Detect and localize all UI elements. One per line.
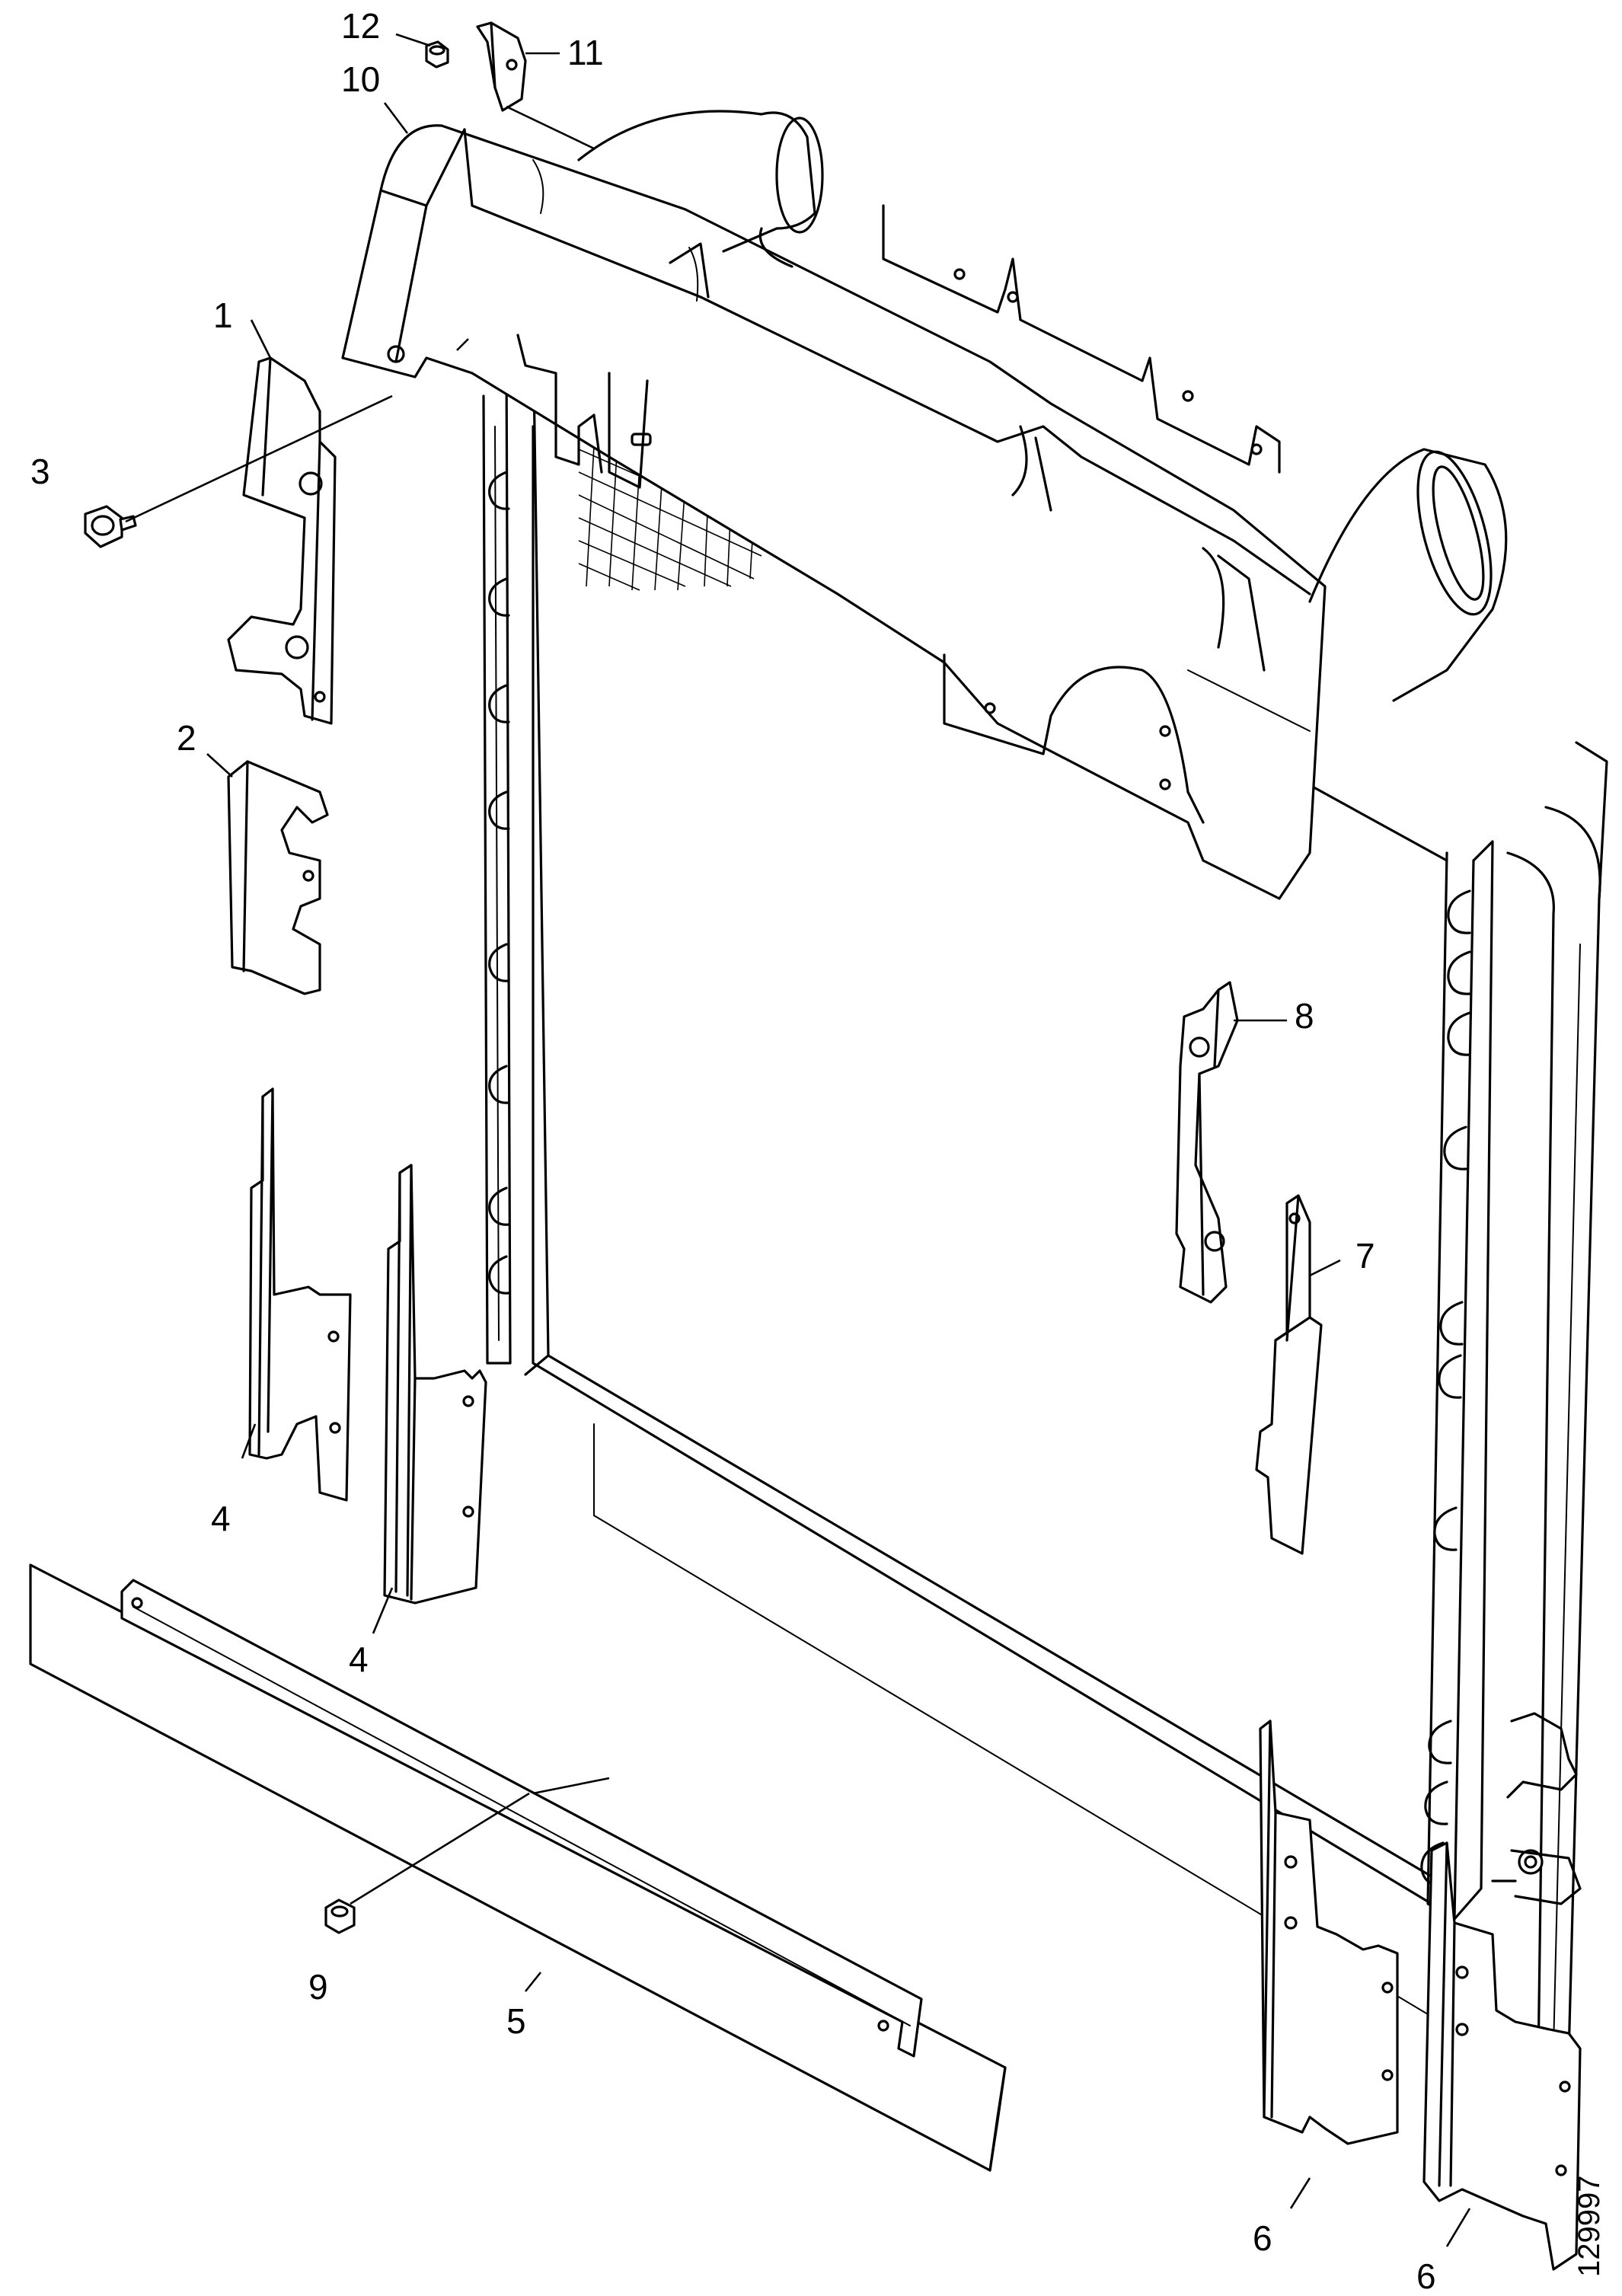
callout-9: 9 [308, 1967, 328, 2007]
bracket-2 [227, 760, 329, 995]
nut-9 [324, 1898, 356, 1934]
intercooler-pipe-right [1506, 741, 1608, 2065]
lower-right-mount [1491, 1712, 1582, 1905]
callout-11: 11 [567, 33, 604, 72]
bracket-4-left [248, 1087, 352, 1502]
callout-6-right: 6 [1416, 2256, 1436, 2296]
leader-lines [125, 33, 1471, 2247]
bracket-7 [1255, 1194, 1323, 1555]
seal-strip-5 [29, 1563, 1007, 2172]
bracket-6-left [1259, 1720, 1399, 2145]
right-tank-lugs [1420, 889, 1471, 1886]
left-tank-lugs [488, 471, 510, 1295]
callout-7: 7 [1355, 1236, 1375, 1276]
callout-8: 8 [1295, 996, 1314, 1036]
bracket-4-right [383, 1164, 487, 1605]
document-number: 129997 [1573, 2176, 1606, 2277]
charge-air-duct [341, 110, 1508, 900]
bracket-1 [227, 356, 337, 725]
bracket-11 [476, 21, 527, 112]
callouts: 1 2 3 4 4 5 6 6 7 8 9 10 11 12 [30, 6, 1436, 2296]
screw-12 [425, 40, 449, 69]
callout-3: 3 [30, 452, 50, 491]
bolt-3 [84, 505, 137, 548]
bracket-6-right [1422, 1841, 1582, 2271]
callout-5: 5 [506, 2001, 526, 2041]
bracket-8 [1175, 981, 1239, 1304]
callout-12: 12 [341, 6, 380, 46]
callout-6-left: 6 [1253, 2218, 1272, 2258]
callout-4-right: 4 [349, 1640, 369, 1679]
callout-10: 10 [341, 59, 380, 99]
callout-4-left: 4 [211, 1499, 231, 1538]
callout-1: 1 [213, 295, 233, 335]
callout-2: 2 [177, 718, 196, 758]
